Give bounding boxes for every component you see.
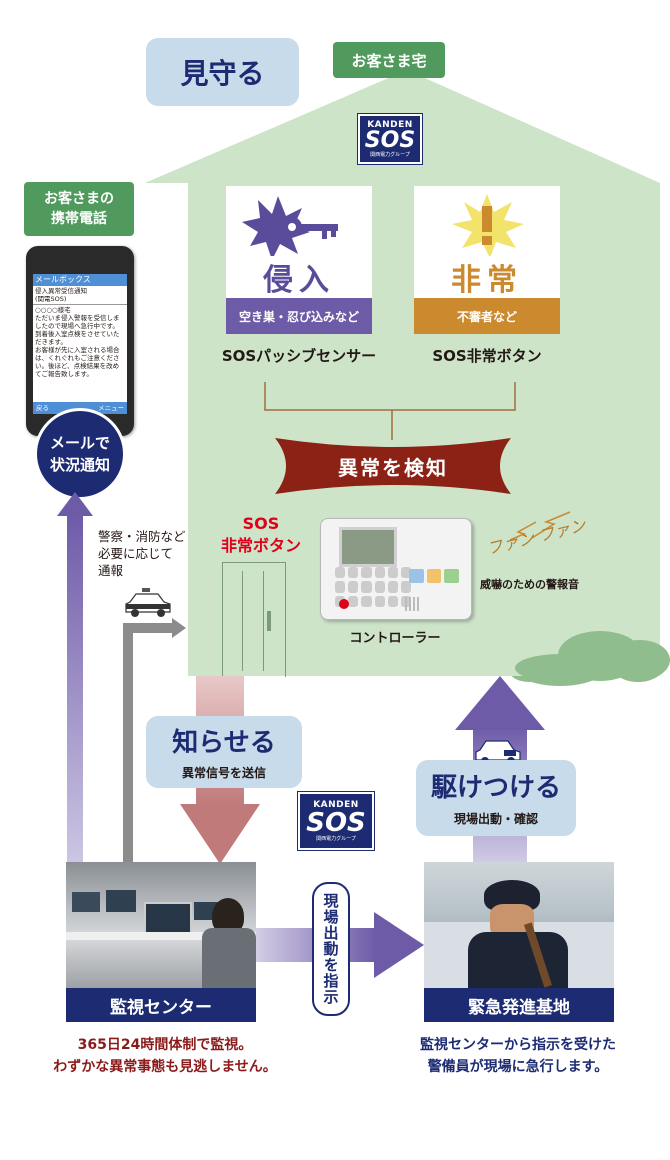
logo-brand: KANDEN (367, 119, 413, 130)
police-car-icon (125, 588, 171, 617)
dispatch-vertical-label: 現場出動を指示 (312, 882, 350, 1016)
controller-mode-buttons[interactable] (409, 569, 460, 583)
intrusion-sub: 空き巣・忍び込みなど (226, 298, 372, 334)
logo-mark: SOS (364, 127, 416, 153)
phone-badge: お客さまの 携帯電話 (24, 182, 134, 236)
police-notice: 警察・消防など 必要に応じて 通報 (98, 529, 186, 578)
sos-button-label: SOS 非常ボタン (220, 514, 301, 555)
emergency-base-desc: 監視センターから指示を受けた 警備員が現場に急行します。 (420, 1037, 616, 1075)
phone-badge-text: お客さまの 携帯電話 (44, 191, 114, 227)
intrusion-kanji: 侵入 (263, 263, 335, 298)
door-handle (267, 611, 271, 631)
emergency-kanji: 非常 (451, 263, 523, 298)
rush-title: 駆けつける (430, 772, 561, 803)
dispatch-vertical-text: 現場出動を指示 (321, 893, 340, 1005)
bush (515, 631, 670, 680)
logo-group-2: 関西電力グループ (316, 835, 356, 842)
logo-group: 関西電力グループ (370, 151, 410, 158)
exclamation-burst-icon (452, 194, 524, 256)
intrusion-card: 侵入 空き巣・忍び込みなど (226, 186, 372, 334)
controller-device[interactable] (320, 518, 472, 620)
notify-label: 知らせる 異常信号を送信 (146, 716, 302, 788)
phone-screen[interactable]: メールボックス 侵入異常受信通知 (関電SOS) ○○○○様宅 ただいま侵入警報… (33, 274, 127, 414)
rush-sub: 現場出動・確認 (453, 811, 538, 826)
notify-sub: 異常信号を送信 (181, 765, 266, 780)
police-gray-arrow (123, 618, 186, 868)
passive-sensor-caption: SOSパッシブセンサー (221, 346, 377, 365)
kanden-sos-logo-middle: KANDEN SOS 関西電力グループ (298, 792, 374, 850)
phone-soft-right[interactable]: メニュー (98, 404, 124, 412)
mail-notify-text: メールで 状況通知 (49, 434, 110, 474)
logo-brand-2: KANDEN (313, 799, 359, 810)
logo-mark-2: SOS (306, 807, 366, 838)
emergency-card: 非常 不審者など (414, 186, 560, 334)
wiring-lines (264, 382, 516, 440)
phone-body: ○○○○様宅 ただいま侵入警報を受信しましたので現場へ急行中です。到着後入室点検… (35, 306, 120, 378)
mimamoru-label: 見守る (146, 38, 299, 106)
emergency-base-label: 緊急発進基地 (424, 988, 614, 1022)
monitor-center-photo (66, 862, 256, 988)
detect-text: 異常を検知 (338, 455, 448, 480)
door (222, 562, 286, 677)
mimamoru-text: 見守る (180, 57, 265, 90)
controller-caption: コントローラー (349, 630, 441, 646)
phone-menu-title: メールボックス (33, 274, 127, 286)
kanden-sos-logo-top: KANDEN SOS 関西電力グループ (358, 114, 422, 164)
emergency-base-photo (424, 862, 614, 988)
alarm-desc: 威嚇のための警報音 (480, 578, 579, 591)
detect-banner-shape (275, 438, 511, 494)
customer-home-badge: お客さま宅 (333, 42, 445, 78)
rush-label: 駆けつける 現場出動・確認 (416, 760, 576, 836)
alarm-sound-lines (509, 511, 571, 541)
phone-soft-left[interactable]: 戻る (36, 404, 49, 412)
controller-screen (339, 527, 397, 567)
key-burst-icon (242, 196, 338, 256)
controller-speaker (405, 597, 421, 611)
phone-subject: 侵入異常受信通知 (関電SOS) (33, 286, 127, 305)
emergency-button-caption: SOS非常ボタン (432, 346, 542, 365)
mail-notify-circle: メールで 状況通知 (34, 408, 126, 500)
controller-red-button[interactable] (339, 599, 349, 609)
monitor-center-label: 監視センター (66, 988, 256, 1022)
customer-home-text: お客さま宅 (351, 51, 427, 70)
notify-title: 知らせる (172, 727, 276, 758)
mail-up-arrow (57, 492, 93, 872)
emergency-sub: 不審者など (414, 298, 560, 334)
monitor-center-desc: 365日24時間体制で監視。 わずかな異常事態も見逃しません。 (53, 1037, 277, 1075)
